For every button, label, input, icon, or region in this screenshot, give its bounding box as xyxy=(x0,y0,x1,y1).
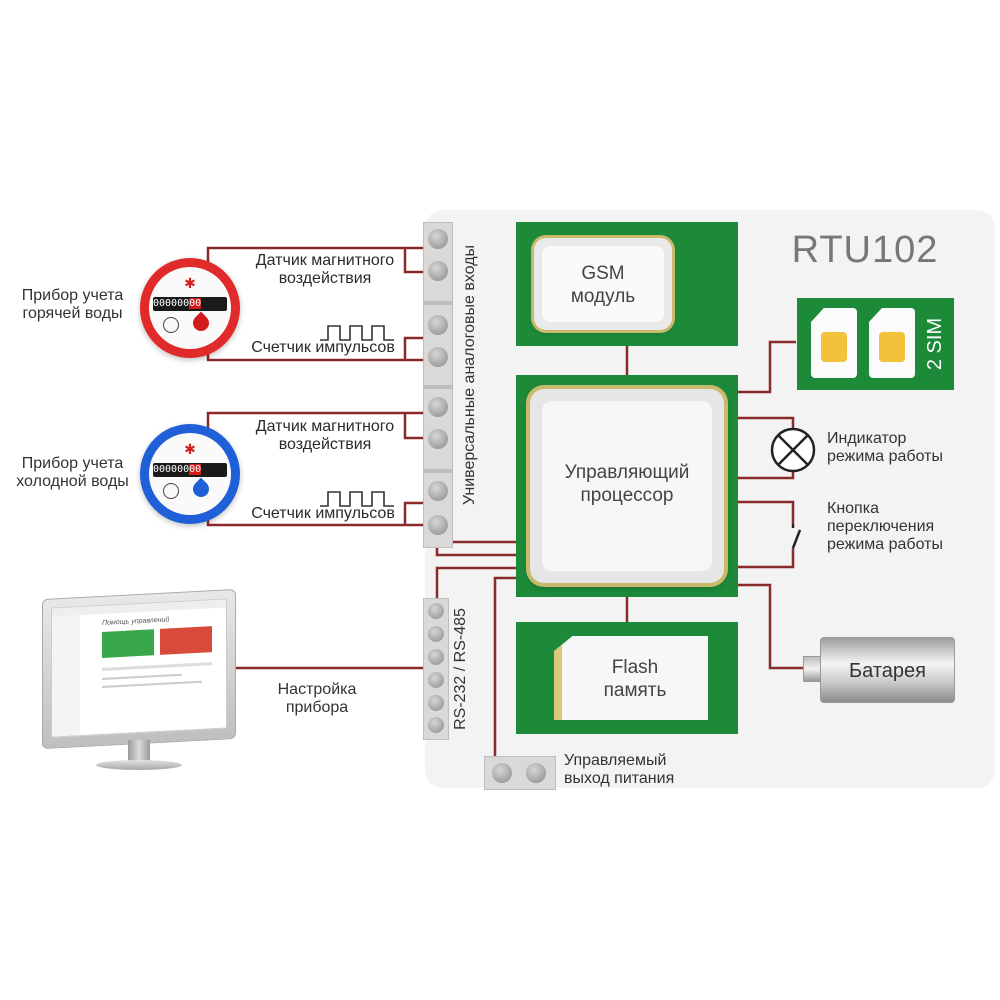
screen-card-red xyxy=(160,626,212,655)
terminal-screw xyxy=(428,515,448,535)
wire-cold-magnetic-2 xyxy=(403,413,425,440)
wire-hot-magnetic-2 xyxy=(403,248,425,274)
wire-cpu-battery xyxy=(738,583,803,670)
hot-pulse-counter-label: Счетчик импульсов xyxy=(251,339,395,356)
water-drop-icon xyxy=(189,311,213,335)
gsm-board: GSM модуль xyxy=(516,222,738,346)
switch-icon xyxy=(791,524,802,549)
wire-hot-pulse-2 xyxy=(403,336,425,360)
analog-inputs-label: Универсальные аналоговые входы xyxy=(461,244,478,506)
terminal-screw xyxy=(428,481,448,501)
gsm-module-label: GSM модуль xyxy=(570,263,636,307)
flash-board: Flash память xyxy=(516,622,738,734)
hot-magnetic-sensor-label: Датчик магнитного воздействия xyxy=(255,252,395,287)
cold-meter-label: Прибор учета холодной воды xyxy=(16,455,129,490)
sim-board: 2 SIM xyxy=(797,298,954,390)
screen-header: Помощь управлений xyxy=(102,616,170,627)
flash-chip: Flash память xyxy=(554,636,708,720)
cold-water-meter: ✱ 00000000 xyxy=(140,424,240,524)
power-output-label: Управляемый выход питания xyxy=(564,752,675,787)
wire-cold-pulse-2 xyxy=(403,501,425,525)
cpu-chip: Управляющий процессор xyxy=(530,389,724,583)
flash-label: Flash память xyxy=(603,657,667,701)
terminal-screw xyxy=(428,397,448,417)
hot-water-meter: ✱ 00000000 xyxy=(140,258,240,358)
screen-card-green xyxy=(102,629,154,658)
terminal-screw xyxy=(526,763,546,783)
terminal-screw xyxy=(428,429,448,449)
terminal-screw xyxy=(428,261,448,281)
monitor-screen: Помощь управлений xyxy=(51,598,227,738)
dial-icon xyxy=(163,483,179,499)
wire-cpu-power xyxy=(493,576,516,762)
hot-meter-label: Прибор учета горячей воды xyxy=(21,287,124,322)
wire-cpu-sim xyxy=(738,340,796,394)
battery: Батарея xyxy=(820,637,955,703)
device-title: RTU102 xyxy=(791,229,939,271)
terminal-screw xyxy=(428,229,448,249)
battery-label: Батарея xyxy=(849,660,926,682)
terminal-screw xyxy=(428,695,444,711)
indicator-lamp-icon xyxy=(770,427,816,473)
power-output-terminal xyxy=(484,756,556,790)
terminal-screw xyxy=(428,347,448,367)
cold-magnetic-sensor-label: Датчик магнитного воздействия xyxy=(255,418,395,453)
terminal-screw xyxy=(428,717,444,733)
terminal-screw xyxy=(492,763,512,783)
serial-terminals xyxy=(423,598,449,740)
serial-label: RS-232 / RS-485 xyxy=(452,608,469,730)
sim-card-icon xyxy=(811,308,857,378)
star-icon: ✱ xyxy=(184,275,196,291)
indicator-label: Индикатор режима работы xyxy=(827,430,943,465)
sim-card-icon xyxy=(869,308,915,378)
pulse-wave-icon xyxy=(320,491,394,507)
terminal-screw xyxy=(428,649,444,665)
meter-display: 00000000 xyxy=(153,297,227,311)
gsm-chip: GSM модуль xyxy=(534,238,672,330)
cpu-label: Управляющий процессор xyxy=(564,462,690,506)
monitor: Помощь управлений xyxy=(42,588,236,750)
terminal-screw xyxy=(428,672,444,688)
cpu-board: Управляющий процессор xyxy=(516,375,738,597)
wire-serial-cpu xyxy=(435,566,516,608)
pulse-wave-icon xyxy=(320,325,394,341)
water-drop-icon xyxy=(189,477,213,501)
config-label: Настройка прибора xyxy=(277,681,357,716)
monitor-base xyxy=(96,760,182,770)
wire-cpu-button-2 xyxy=(738,548,795,569)
cold-pulse-counter-label: Счетчик импульсов xyxy=(251,505,395,522)
meter-display: 00000000 xyxy=(153,463,227,477)
terminal-screw xyxy=(428,603,444,619)
analog-input-terminals xyxy=(423,222,453,548)
sim-label: 2 SIM xyxy=(924,317,946,371)
monitor-stand xyxy=(128,740,150,762)
terminal-screw xyxy=(428,626,444,642)
dial-icon xyxy=(163,317,179,333)
wire-cpu-button xyxy=(738,500,795,524)
terminal-screw xyxy=(428,315,448,335)
star-icon: ✱ xyxy=(184,441,196,457)
button-label: Кнопка переключения режима работы xyxy=(827,500,943,553)
